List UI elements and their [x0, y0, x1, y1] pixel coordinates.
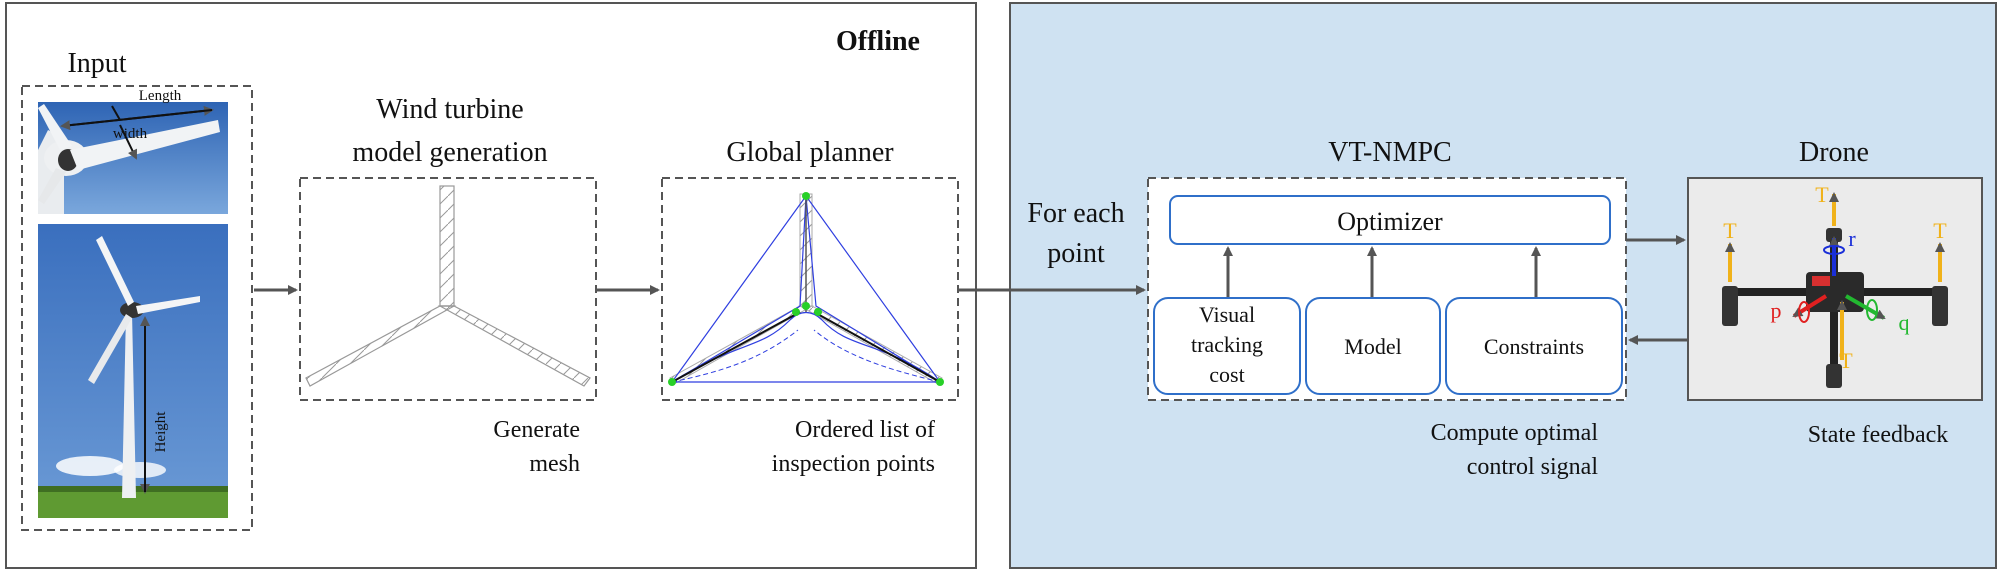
thrust-label-bottom: T — [1839, 348, 1853, 373]
visual-line1: Visual — [1199, 302, 1255, 327]
model-box — [1305, 297, 1441, 395]
visual-line3: cost — [1209, 362, 1244, 387]
optimizer-label: Optimizer — [1337, 207, 1443, 236]
length-label: Length — [139, 88, 182, 104]
constraints-box — [1445, 297, 1623, 395]
visual-line2: tracking — [1191, 332, 1263, 357]
optimizer-box — [1169, 195, 1611, 245]
visual-tracking-box — [1153, 297, 1301, 395]
constraints-label: Constraints — [1484, 334, 1584, 359]
planner-caption-line2: inspection points — [772, 451, 935, 477]
thrust-label-right: T — [1933, 218, 1947, 243]
width-label: width — [113, 126, 148, 142]
model-gen-caption-line1: Generate — [493, 417, 580, 443]
offline-title: Offline — [836, 26, 920, 57]
thrust-label-top: T — [1815, 182, 1829, 207]
input-label: Input — [67, 48, 126, 79]
state-feedback-label: State feedback — [1808, 422, 1949, 448]
model-label: Model — [1344, 334, 1401, 359]
roll-label: p — [1771, 298, 1782, 323]
online-caption-line1: Compute optimal — [1431, 420, 1599, 446]
for-each-line2: point — [1047, 238, 1105, 269]
turbine-photo: Height — [38, 224, 228, 518]
pitch-label: q — [1899, 310, 1910, 335]
drone-title: Drone — [1799, 137, 1869, 168]
yaw-label: r — [1848, 226, 1856, 251]
model-gen-title-line1: Wind turbine — [376, 94, 523, 125]
model-gen-caption-line2: mesh — [529, 451, 580, 477]
planner-caption-line1: Ordered list of — [795, 417, 935, 443]
for-each-line1: For each — [1027, 198, 1124, 229]
vtnmpc-title: VT-NMPC — [1328, 137, 1451, 168]
thrust-label-left: T — [1723, 218, 1737, 243]
planner-title: Global planner — [726, 137, 894, 168]
model-gen-title-line2: model generation — [352, 137, 547, 168]
online-caption-line2: control signal — [1467, 454, 1599, 480]
height-label: Height — [153, 411, 169, 453]
turbine-mesh — [305, 185, 591, 387]
planner-trajectory — [668, 192, 944, 386]
drone-graphic: T T T T r p q — [1722, 182, 1948, 388]
blade-photo: Length width — [38, 88, 228, 214]
